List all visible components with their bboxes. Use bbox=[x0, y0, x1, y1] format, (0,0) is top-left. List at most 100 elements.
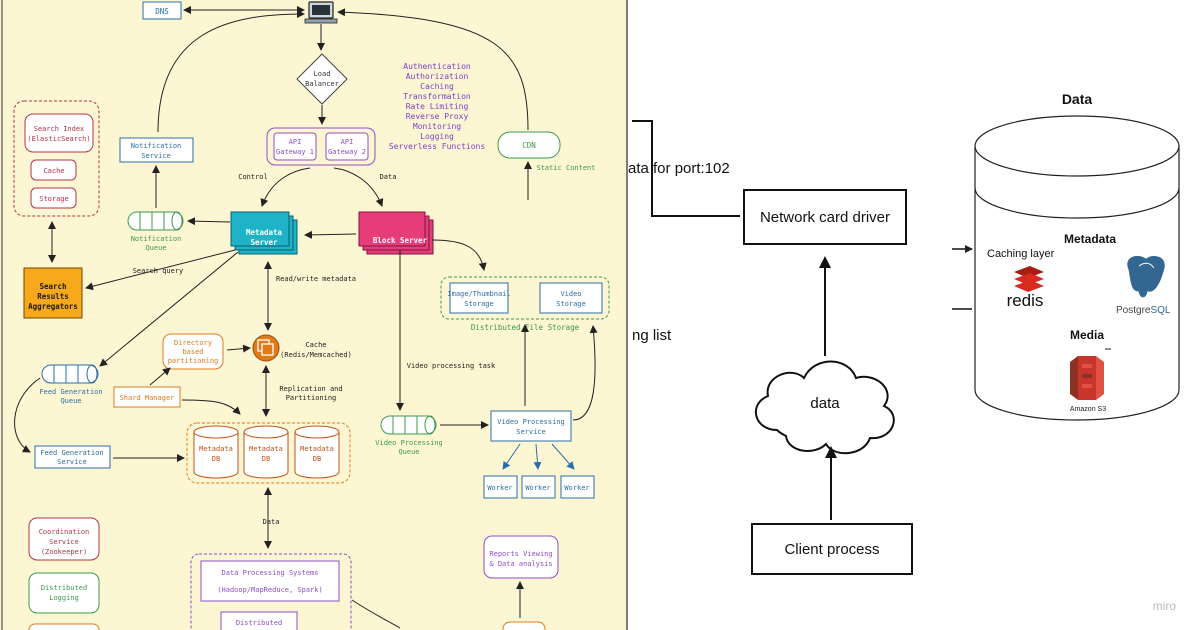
svg-text:Network card driver: Network card driver bbox=[760, 209, 890, 226]
svg-text:partitioning: partitioning bbox=[168, 357, 219, 365]
svg-text:Cache: Cache bbox=[43, 167, 64, 175]
svg-text:Coordination: Coordination bbox=[39, 528, 90, 536]
svg-text:PostgreSQL: PostgreSQL bbox=[1116, 305, 1171, 316]
metadata-db-group: Metadata DB Metadata DB Metadata DB bbox=[186, 422, 351, 484]
svg-text:& Data analysis: & Data analysis bbox=[489, 560, 552, 568]
load-balancer-node: Load Balancer bbox=[296, 53, 348, 105]
svg-text:Block Server: Block Server bbox=[373, 236, 428, 245]
search-group: Search Index (ElasticSearch) Cache Stora… bbox=[13, 100, 100, 217]
svg-text:Distributed: Distributed bbox=[236, 619, 282, 627]
svg-text:Service: Service bbox=[57, 458, 87, 466]
svg-text:Gateway 1: Gateway 1 bbox=[276, 148, 314, 156]
data-flow-label: Data bbox=[263, 518, 280, 526]
network-card-driver-node: Network card driver bbox=[743, 189, 907, 245]
reports-viewing-node: Reports Viewing & Data analysis bbox=[483, 535, 559, 579]
metadata-db-3: Metadata DB bbox=[294, 425, 340, 479]
postgresql-logo-icon: PostgreSQL bbox=[1116, 254, 1171, 316]
svg-text:Rate Limiting: Rate Limiting bbox=[406, 102, 469, 111]
svg-text:Replication and: Replication and bbox=[279, 385, 342, 393]
svg-text:Reverse Proxy: Reverse Proxy bbox=[406, 112, 469, 121]
cloud-icon: data bbox=[754, 360, 895, 455]
svg-text:Transformation: Transformation bbox=[403, 92, 471, 101]
svg-text:Amazon S3: Amazon S3 bbox=[1070, 406, 1106, 413]
svg-text:(ElasticSearch): (ElasticSearch) bbox=[27, 135, 90, 143]
svg-text:Cache: Cache bbox=[305, 341, 326, 349]
svg-text:Distributed: Distributed bbox=[41, 584, 87, 592]
svg-text:Search: Search bbox=[39, 282, 66, 291]
feed-generation-service-node: Feed Generation Service bbox=[34, 445, 111, 469]
svg-text:Search Index: Search Index bbox=[34, 125, 85, 133]
static-content-label: Static Content bbox=[536, 164, 595, 172]
svg-text:Storage: Storage bbox=[556, 300, 586, 308]
metadata-db-2: Metadata DB bbox=[243, 425, 289, 479]
svg-text:Feed Generation: Feed Generation bbox=[40, 449, 103, 457]
svg-text:Service: Service bbox=[49, 538, 79, 546]
gateway-features-list: Authentication Authorization Caching Tra… bbox=[389, 62, 486, 151]
worker-3: Worker bbox=[560, 475, 595, 499]
svg-text:DB: DB bbox=[313, 455, 321, 463]
notification-service-node: Notification Service bbox=[119, 137, 194, 163]
metadata-server-node: Metadata Server bbox=[230, 211, 298, 255]
svg-text:Aggregators: Aggregators bbox=[28, 302, 78, 311]
read-write-label: Read/write metadata bbox=[276, 275, 356, 283]
svg-text:Storage: Storage bbox=[39, 195, 69, 203]
svg-text:Service: Service bbox=[141, 152, 171, 160]
svg-text:Video: Video bbox=[560, 290, 581, 298]
svg-text:based: based bbox=[182, 348, 203, 356]
svg-text:Video Processing: Video Processing bbox=[375, 439, 442, 447]
svg-text:DNS: DNS bbox=[155, 7, 169, 16]
network-flow-panel: ata for port:102 Network card driver ng … bbox=[628, 120, 1177, 613]
svg-text:Server: Server bbox=[250, 238, 278, 247]
video-processing-queue-node: Video Processing Queue bbox=[375, 415, 443, 456]
svg-text:API: API bbox=[289, 138, 302, 146]
svg-text:Client process: Client process bbox=[784, 541, 879, 558]
svg-text:(Zookeeper): (Zookeeper) bbox=[41, 548, 87, 556]
svg-text:Serverless Functions: Serverless Functions bbox=[389, 142, 486, 151]
data-label: Data bbox=[380, 173, 397, 181]
svg-text:Monitoring: Monitoring bbox=[413, 122, 461, 131]
redis-logo-icon: redis bbox=[1007, 266, 1044, 310]
svg-text:Service: Service bbox=[516, 428, 546, 436]
computer-icon bbox=[304, 1, 338, 24]
svg-text:Balancer: Balancer bbox=[305, 80, 339, 88]
control-label: Control bbox=[238, 173, 268, 181]
svg-text:Gateway 2: Gateway 2 bbox=[328, 148, 366, 156]
svg-text:Caching: Caching bbox=[420, 82, 454, 91]
list-text: ng list bbox=[632, 327, 672, 344]
distributed-logging-node: Distributed Logging bbox=[28, 572, 100, 614]
svg-text:Authorization: Authorization bbox=[406, 72, 469, 81]
svg-text:Worker: Worker bbox=[487, 484, 512, 492]
block-server-node: Block Server bbox=[358, 211, 434, 255]
worker-1: Worker bbox=[483, 475, 518, 499]
directory-partitioning-node: Directory based partitioning bbox=[162, 333, 224, 370]
svg-text:Worker: Worker bbox=[564, 484, 589, 492]
database-cylinder bbox=[974, 115, 1180, 421]
svg-text:Partitioning: Partitioning bbox=[286, 394, 337, 402]
svg-text:Results: Results bbox=[37, 292, 69, 301]
notification-queue-node: Notification Queue bbox=[127, 211, 184, 252]
svg-text:Data Processing Systems: Data Processing Systems bbox=[222, 569, 319, 577]
svg-text:Queue: Queue bbox=[145, 244, 166, 252]
data-processing-group: Data Processing Systems (Hadoop/MapReduc… bbox=[190, 553, 352, 630]
metadata-heading: Metadata bbox=[1064, 232, 1116, 246]
svg-text:Metadata: Metadata bbox=[249, 445, 283, 453]
coordination-service-node: Coordination Service (Zookeeper) bbox=[28, 517, 100, 561]
svg-text:redis: redis bbox=[1007, 291, 1044, 310]
svg-text:data: data bbox=[810, 395, 840, 412]
miro-watermark: miro bbox=[1153, 599, 1177, 613]
client-process-node: Client process bbox=[751, 523, 913, 575]
svg-text:Metadata: Metadata bbox=[246, 228, 283, 237]
svg-text:Queue: Queue bbox=[398, 448, 419, 456]
svg-text:DB: DB bbox=[262, 455, 270, 463]
data-architecture-panel: Data Metadata Caching layer redis Postgr… bbox=[952, 91, 1180, 421]
video-processing-service-node: Video Processing Service bbox=[490, 410, 572, 442]
svg-text:Video Processing: Video Processing bbox=[497, 418, 564, 426]
svg-text:Load: Load bbox=[314, 70, 331, 78]
worker-2: Worker bbox=[521, 475, 556, 499]
svg-text:(Redis/Memcached): (Redis/Memcached) bbox=[280, 351, 352, 359]
panel-background bbox=[0, 0, 628, 630]
amazon-s3-logo-icon: Amazon S3 bbox=[1070, 356, 1106, 413]
partial-node-bottom-right bbox=[502, 621, 546, 630]
shard-manager-node: Shard Manager bbox=[113, 386, 181, 408]
